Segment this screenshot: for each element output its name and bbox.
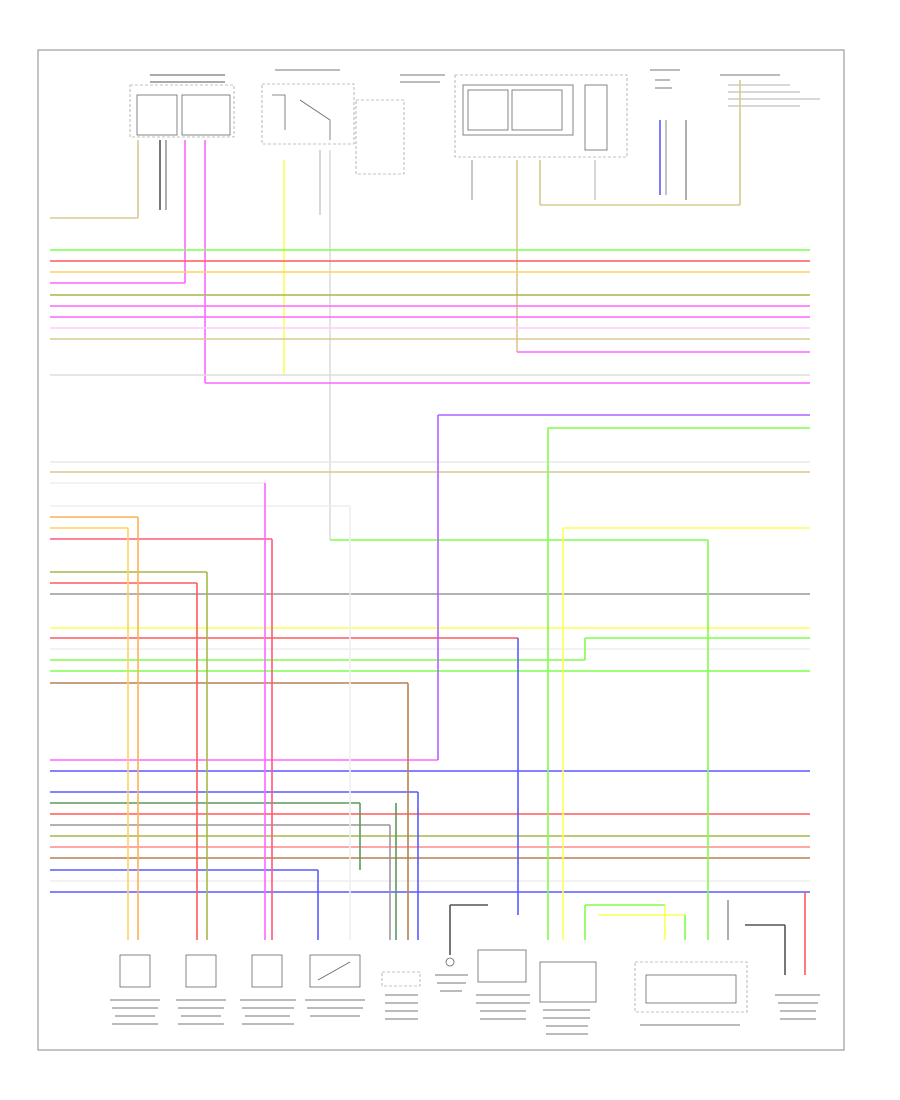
- bus-wires: [50, 249, 810, 893]
- upper-switch-box: [261, 69, 355, 145]
- diagram-frame: [37, 49, 845, 1051]
- power-distribution-box: [454, 74, 628, 158]
- speed-sensor-module: [539, 961, 597, 1035]
- right-ground-module: [775, 994, 820, 1020]
- oil-pressure-switch: [435, 957, 468, 992]
- ground-point-labels: [540, 74, 820, 206]
- top-vertical-wires: [50, 120, 687, 540]
- ignition-coil-1: [110, 954, 160, 1025]
- upper-left-relay-box: [129, 74, 235, 138]
- fuse-block-labels: [650, 69, 680, 195]
- lower-vertical-wires: [127, 415, 806, 975]
- fuel-tank-sensor: [381, 971, 421, 1020]
- ignition-coil-2: [176, 954, 226, 1025]
- instrument-cluster: [634, 961, 748, 1026]
- transmission-solenoid: [476, 949, 530, 1020]
- ignition-coil-3: [240, 954, 296, 1025]
- relay-switch-module: [305, 954, 365, 1017]
- upper-connector-label: [355, 74, 445, 175]
